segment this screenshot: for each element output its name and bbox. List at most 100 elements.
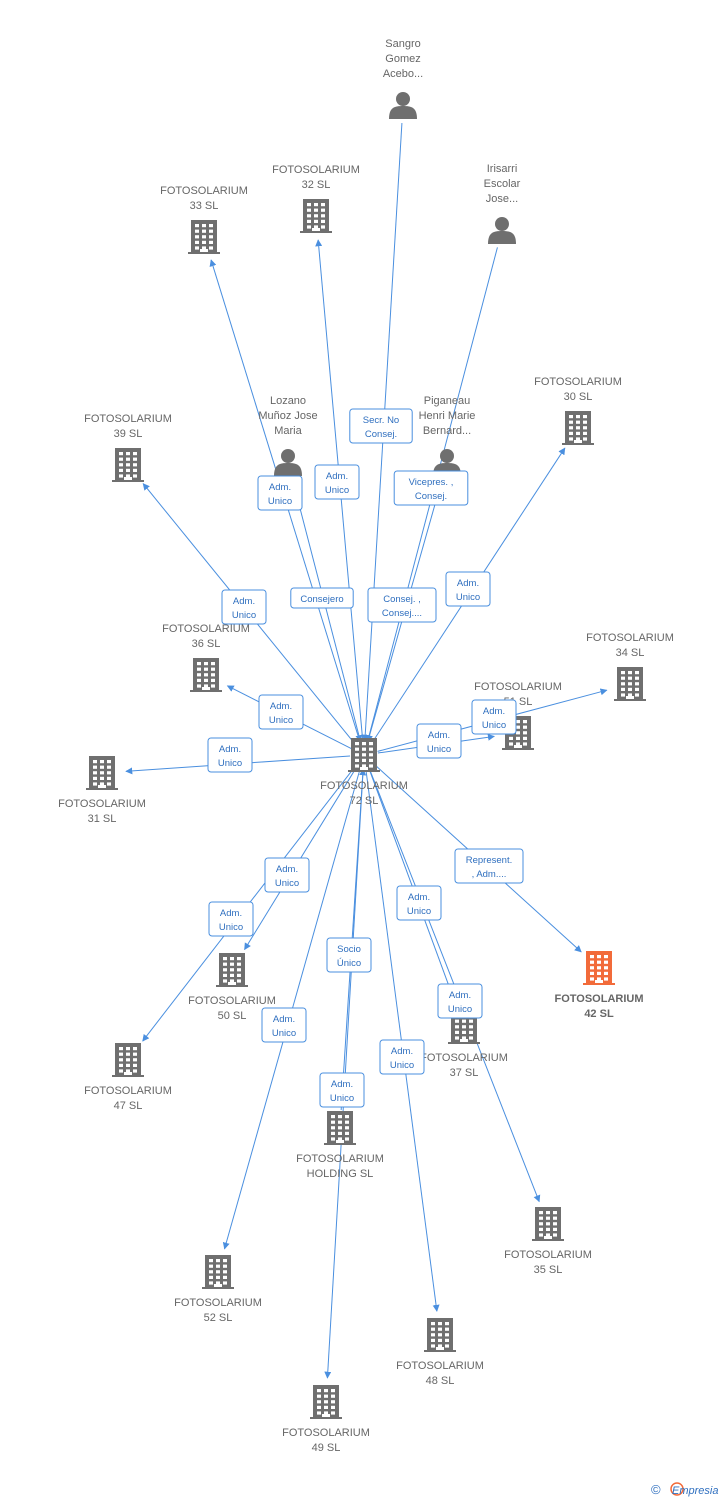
edge-label-text: Unico (330, 1093, 354, 1104)
edge-label-center-to-f51[interactable]: Adm.Unico (416, 723, 462, 759)
building-icon (190, 658, 222, 692)
node-irisarri[interactable]: IrisarriEscolarJose... (484, 163, 521, 244)
edge-label-center-to-f42[interactable]: Represent., Adm.... (454, 848, 524, 884)
node-label: Muñoz Jose (258, 410, 317, 422)
node-label: FOTOSOLARIUM (554, 993, 643, 1005)
edge-label-center-to-f33[interactable]: Adm.Unico (257, 475, 303, 511)
node-f52[interactable]: FOTOSOLARIUM 52 SL (174, 1255, 262, 1324)
node-label: Bernard... (423, 425, 471, 437)
edge-label-center-to-f48[interactable]: Adm.Unico (379, 1039, 425, 1075)
edge-label-center-to-f30[interactable]: Adm.Unico (445, 571, 491, 607)
edge-label-text: Unico (218, 758, 242, 769)
edge-label-center-to-f50[interactable]: Adm. Unico (264, 857, 310, 893)
person-icon (389, 92, 417, 119)
edge-label-center-to-f34[interactable]: Adm.Unico (471, 699, 517, 735)
node-label: 50 SL (218, 1010, 247, 1022)
edge-label-center-to-f35[interactable]: Adm.Unico (437, 983, 483, 1019)
edge-label-box (258, 694, 304, 730)
edge-label-text: Adm. (457, 578, 479, 589)
edge-label-text: Unico (407, 906, 431, 917)
edge-label-text: Unico (272, 1028, 296, 1039)
edge-label-irisarri-to-center[interactable]: Vicepres. ,Consej. (393, 470, 469, 506)
edge-label-text: Secr. No (363, 415, 399, 426)
edge-label-center-to-f36[interactable]: Adm.Unico (258, 694, 304, 730)
node-label: 47 SL (114, 1100, 143, 1112)
edge-label-box (454, 848, 524, 884)
node-label: 34 SL (616, 647, 645, 659)
edge-label-center-to-f32[interactable]: Adm.Unico (314, 464, 360, 500)
edge-label-box (314, 464, 360, 500)
edge-label-center-to-f37[interactable]: Adm.Unico (396, 885, 442, 921)
edge-label-text: Adm. (449, 990, 471, 1001)
node-label: FOTOSOLARIUM (534, 376, 622, 388)
node-label: 33 SL (190, 200, 219, 212)
edge-label-text: Unico (427, 744, 451, 755)
building-icon (532, 1207, 564, 1241)
edge-label-text: Adm. (276, 864, 298, 875)
edge-label-text: Adm. (331, 1079, 353, 1090)
edge-label-text: Consej.... (382, 608, 422, 619)
node-label: Acebo... (383, 68, 423, 80)
copyright-symbol: © (651, 1482, 661, 1497)
edge-label-box (257, 475, 303, 511)
node-f32[interactable]: FOTOSOLARIUM 32 SL (272, 164, 360, 233)
edge-label-box (326, 937, 372, 973)
edge-label-box (471, 699, 517, 735)
edge-label-center-to-f52[interactable]: Adm.Unico (261, 1007, 307, 1043)
edge-label-center-to-f47[interactable]: Adm.Unico (208, 901, 254, 937)
edge-label-center-to-f49[interactable]: Adm. Unico (319, 1072, 365, 1108)
node-label: FOTOSOLARIUM (586, 632, 674, 644)
edge-label-text: Consejero (300, 594, 343, 605)
edge-label-piganeau-to-center[interactable]: Consej. , Consej.... (367, 587, 437, 623)
node-sangro[interactable]: SangroGomezAcebo... (383, 38, 423, 119)
building-icon (112, 1043, 144, 1077)
edge-label-box (290, 587, 354, 609)
footer-brand[interactable]: © Empresia (651, 1482, 718, 1497)
node-label: FOTOSOLARIUM (272, 164, 360, 176)
edge-label-box (445, 571, 491, 607)
building-icon (424, 1318, 456, 1352)
node-label: FOTOSOLARIUM (84, 413, 172, 425)
edge-label-text: Unico (275, 878, 299, 889)
node-label: 52 SL (204, 1312, 233, 1324)
edge-label-lozano-to-center[interactable]: Consejero (290, 587, 354, 609)
node-label: FOTOSOLARIUM (420, 1052, 508, 1064)
node-label: 32 SL (302, 179, 331, 191)
node-label: Irisarri (487, 163, 518, 175)
building-icon (300, 199, 332, 233)
edge-label-center-to-f39[interactable]: Adm.Unico (221, 589, 267, 625)
building-icon (112, 448, 144, 482)
edge-label-text: Consej. , (383, 594, 421, 605)
edge-label-text: Único (337, 958, 361, 969)
node-f49[interactable]: FOTOSOLARIUM 49 SL (282, 1385, 370, 1454)
edge-label-box (396, 885, 442, 921)
node-f34[interactable]: FOTOSOLARIUM 34 SL (586, 632, 674, 701)
edge-label-text: Unico (390, 1060, 414, 1071)
node-label: FOTOSOLARIUM (282, 1427, 370, 1439)
node-label: 49 SL (312, 1442, 341, 1454)
edge-label-center-to-f31[interactable]: Adm.Unico (207, 737, 253, 773)
node-label: FOTOSOLARIUM (174, 1297, 262, 1309)
edge-label-text: Vicepres. , (409, 477, 454, 488)
edge-label-text: Adm. (483, 706, 505, 717)
edge-label-text: Adm. (269, 482, 291, 493)
